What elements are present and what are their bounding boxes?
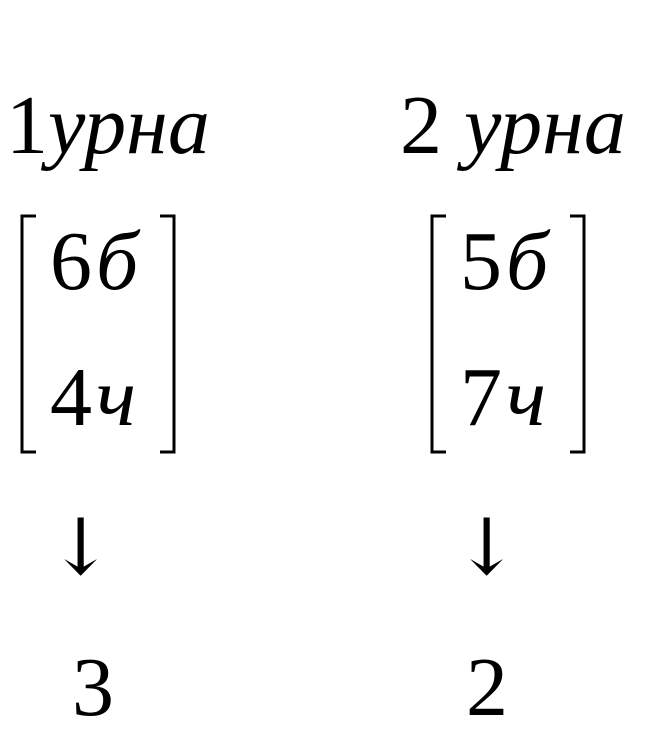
down-arrow-icon: ↓ [48,503,114,593]
ball-letter: б [96,215,139,308]
matrix-brackets [20,214,176,454]
urn-1: 1урна 6б 4ч ↓ 3 [0,0,330,753]
down-arrow-icon: ↓ [454,503,520,593]
result-value: 2 [466,641,508,734]
right-bracket [570,214,586,454]
count: 7 [460,351,502,444]
urn-word: урна [48,79,210,172]
result-value: 3 [72,641,114,734]
count: 4 [50,351,92,444]
left-bracket [20,214,36,454]
ball-letter: б [506,215,549,308]
count: 6 [50,215,92,308]
matrix-row-black: 7ч [460,350,546,446]
matrix-row-black: 4ч [50,350,136,446]
matrix-brackets [430,214,586,454]
matrix-row-white: 6б [50,214,138,310]
ball-letter: ч [96,351,137,444]
matrix-row-white: 5б [460,214,548,310]
count: 5 [460,215,502,308]
right-bracket [160,214,176,454]
urn-title: 1урна [6,78,210,174]
left-bracket [430,214,446,454]
urn-word: урна [464,79,626,172]
ball-letter: ч [506,351,547,444]
urn-number: 1 [6,79,48,172]
urn-number: 2 [400,79,442,172]
